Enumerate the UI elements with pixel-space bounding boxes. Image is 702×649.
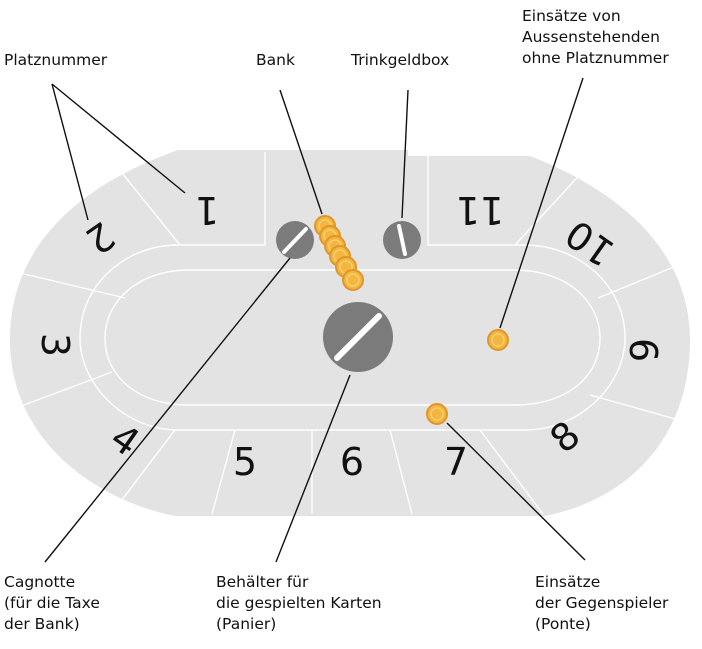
label-bank: Bank [256,51,295,69]
label-ponte: Einsätze der Gegenspieler (Ponte) [535,573,669,633]
label-tip-box: Trinkgeldbox [351,51,450,69]
ponte-chip-icon [426,403,448,425]
seat-number-3: 3 [33,333,77,357]
seat-number-6: 6 [340,440,364,484]
label-seat-number: Platznummer [4,51,108,69]
outsider-bet-chip-icon [487,329,509,351]
panier-slot-icon [323,302,393,372]
seat-number-11: 11 [456,188,504,232]
label-cagnotte: Cagnotte (für die Taxe der Bank) [4,573,100,633]
seat-number-7: 7 [444,440,468,484]
cagnotte-slot-icon [276,221,314,259]
label-outsider-bets: Einsätze von Aussenstehenden ohne Platzn… [522,7,669,67]
label-panier: Behälter für die gespielten Karten (Pani… [216,573,382,633]
tip-box-slot-icon [383,221,421,259]
chip-icon [342,269,364,291]
seat-number-9: 9 [623,338,667,362]
leader-lines [44,77,586,563]
bank-chip-stack [314,215,364,291]
seat-number-5: 5 [233,440,257,484]
seat-number-1: 1 [195,188,219,232]
